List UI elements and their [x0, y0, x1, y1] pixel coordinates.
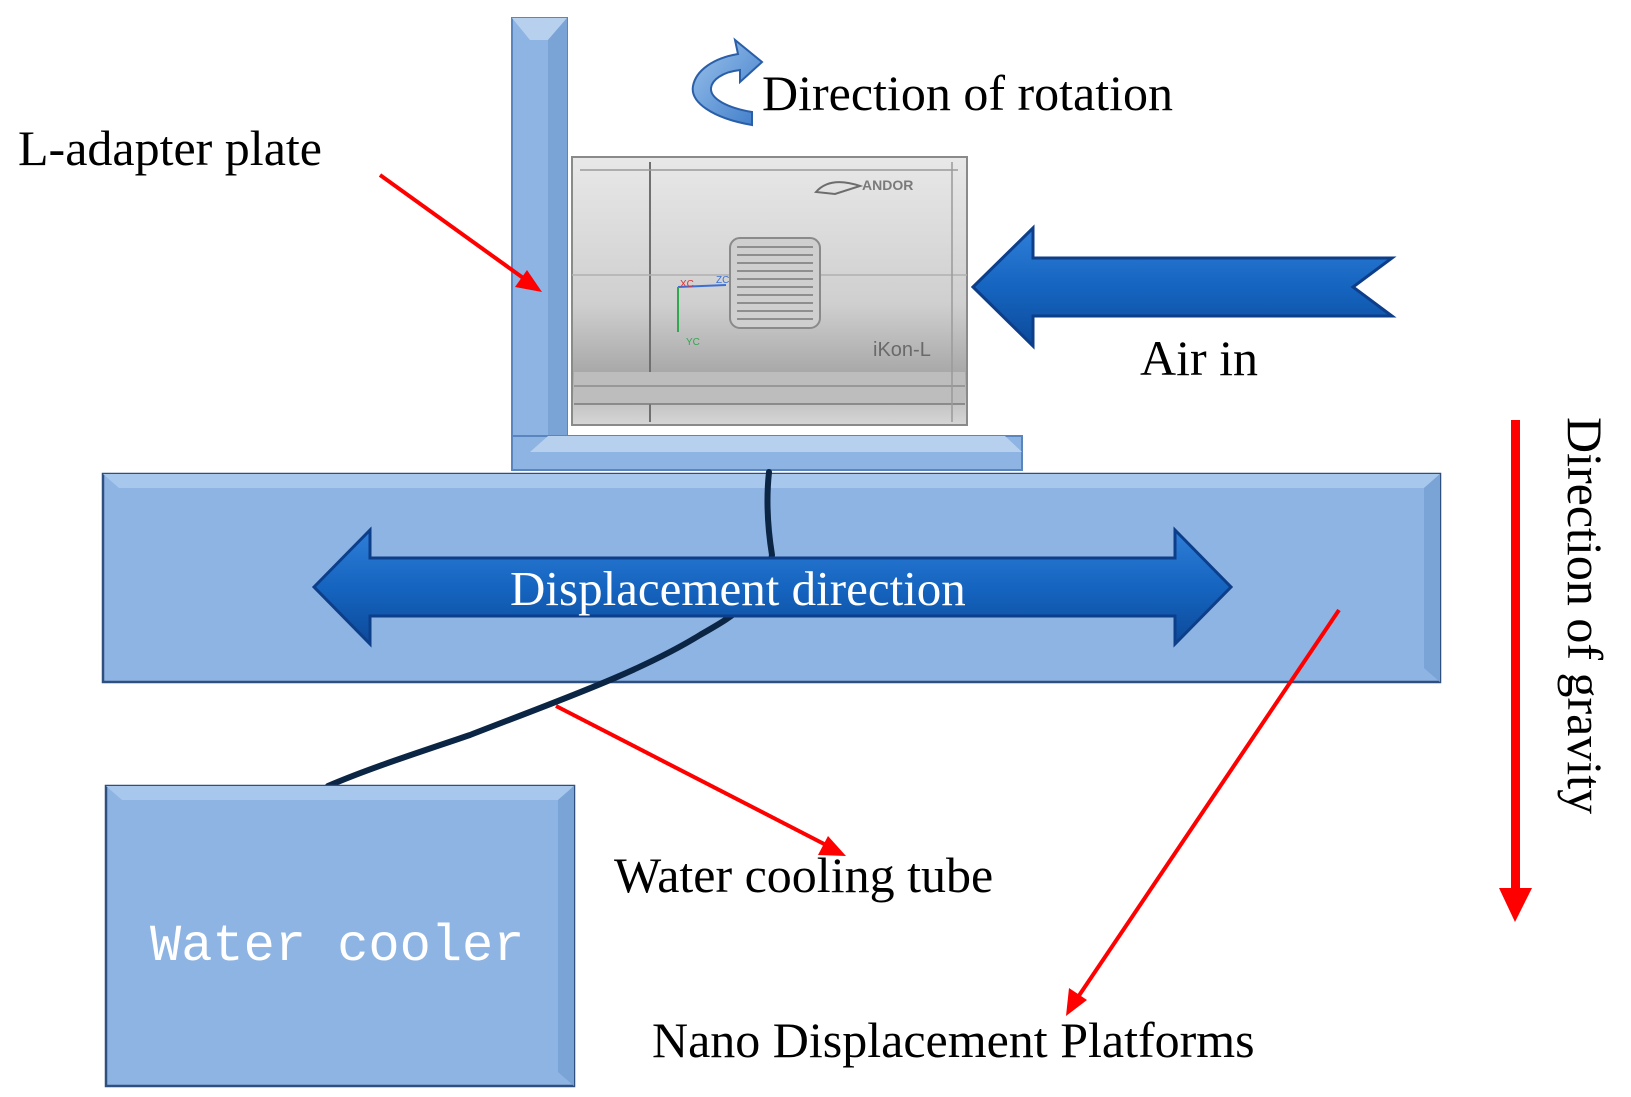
camera-coordinate-axes: XC YC ZC: [677, 275, 729, 348]
axis-z-label: ZC: [716, 275, 729, 286]
l-adapter-plate-vertical-bevel: [512, 18, 567, 40]
water-cooler-label: Water cooler: [150, 917, 524, 976]
nano-displacement-platforms-label: Nano Displacement Platforms: [652, 1012, 1255, 1068]
camera-ikon-l: ANDOR iKon-L XC YC ZC: [571, 156, 968, 426]
rotation-arrow-icon: [691, 37, 764, 127]
camera-model-text: iKon-L: [873, 339, 931, 361]
camera-lower-band: [574, 372, 965, 404]
displacement-direction-label: Displacement direction: [510, 561, 966, 616]
air-in-label: Air in: [1140, 330, 1258, 386]
l-adapter-plate-label: L-adapter plate: [18, 120, 322, 176]
water-cooling-tube-label: Water cooling tube: [614, 847, 993, 903]
camera-vent-grille: [729, 237, 821, 329]
water-cooling-tube-pointer-arrow: [555, 704, 846, 856]
l-adapter-plate-horizontal-bevel: [530, 436, 1022, 452]
axis-y-label: YC: [686, 337, 700, 348]
displacement-direction-arrow-icon: [311, 526, 1234, 648]
direction-of-rotation-label: Direction of rotation: [762, 65, 1173, 121]
camera-brand-text: ANDOR: [862, 177, 913, 193]
nano-platform-pointer-arrow: [1066, 608, 1341, 1016]
l-adapter-plate: [511, 17, 1023, 471]
axis-x-label: XC: [680, 279, 694, 290]
water-cooler-box: [104, 784, 576, 1088]
camera-brand-logo: ANDOR: [813, 177, 913, 196]
direction-of-gravity-label: Direction of gravity: [1557, 417, 1613, 814]
l-adapter-pointer-arrow: [378, 173, 542, 292]
l-adapter-plate-vertical-shade: [548, 18, 567, 440]
water-cooling-tube: [325, 469, 776, 789]
gravity-arrow-icon: [1499, 420, 1532, 922]
air-in-arrow-icon: [970, 224, 1397, 350]
